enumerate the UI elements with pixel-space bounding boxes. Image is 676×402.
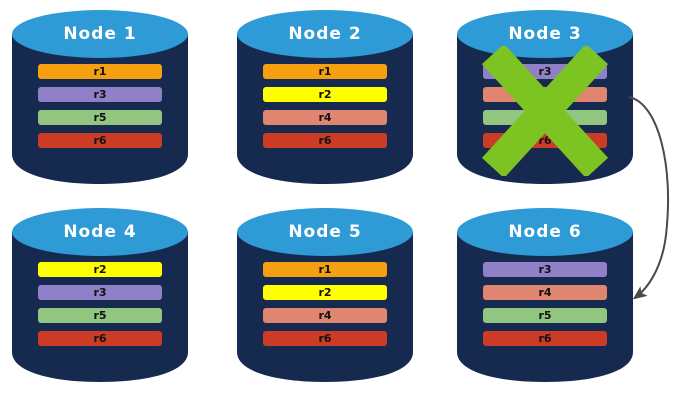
- record-bar[interactable]: r6: [38, 331, 162, 346]
- cylinder-top: [457, 208, 633, 256]
- record-list: r3 r4 r5 r6: [483, 262, 607, 346]
- record-bar[interactable]: r4: [263, 110, 387, 125]
- record-list: r1 r2 r4 r6: [263, 64, 387, 148]
- record-bar[interactable]: r4: [483, 285, 607, 300]
- record-bar[interactable]: r6: [483, 331, 607, 346]
- record-bar[interactable]: r2: [38, 262, 162, 277]
- record-bar[interactable]: r2: [263, 285, 387, 300]
- record-bar[interactable]: r3: [38, 285, 162, 300]
- record-list: r1 r3 r5 r6: [38, 64, 162, 148]
- record-bar[interactable]: r5: [38, 110, 162, 125]
- record-bar[interactable]: r4: [263, 308, 387, 323]
- record-bar[interactable]: r6: [483, 133, 607, 148]
- record-bar[interactable]: r5: [483, 308, 607, 323]
- failover-transfer-arrow: [628, 96, 670, 300]
- record-bar[interactable]: r1: [263, 64, 387, 79]
- cylinder-top: [12, 10, 188, 58]
- record-bar[interactable]: r3: [483, 262, 607, 277]
- cylinder-top: [12, 208, 188, 256]
- record-bar[interactable]: r6: [263, 133, 387, 148]
- record-bar[interactable]: r5: [38, 308, 162, 323]
- record-list: r3 r4 r5 r6: [483, 64, 607, 148]
- record-bar[interactable]: r3: [483, 64, 607, 79]
- cylinder-top: [237, 208, 413, 256]
- record-bar[interactable]: r1: [38, 64, 162, 79]
- record-bar[interactable]: r3: [38, 87, 162, 102]
- record-list: r2 r3 r5 r6: [38, 262, 162, 346]
- record-bar[interactable]: r6: [263, 331, 387, 346]
- record-bar[interactable]: r5: [483, 110, 607, 125]
- cylinder-top: [237, 10, 413, 58]
- record-bar[interactable]: r2: [263, 87, 387, 102]
- record-bar[interactable]: r4: [483, 87, 607, 102]
- record-bar[interactable]: r6: [38, 133, 162, 148]
- record-list: r1 r2 r4 r6: [263, 262, 387, 346]
- record-bar[interactable]: r1: [263, 262, 387, 277]
- cylinder-top: [457, 10, 633, 58]
